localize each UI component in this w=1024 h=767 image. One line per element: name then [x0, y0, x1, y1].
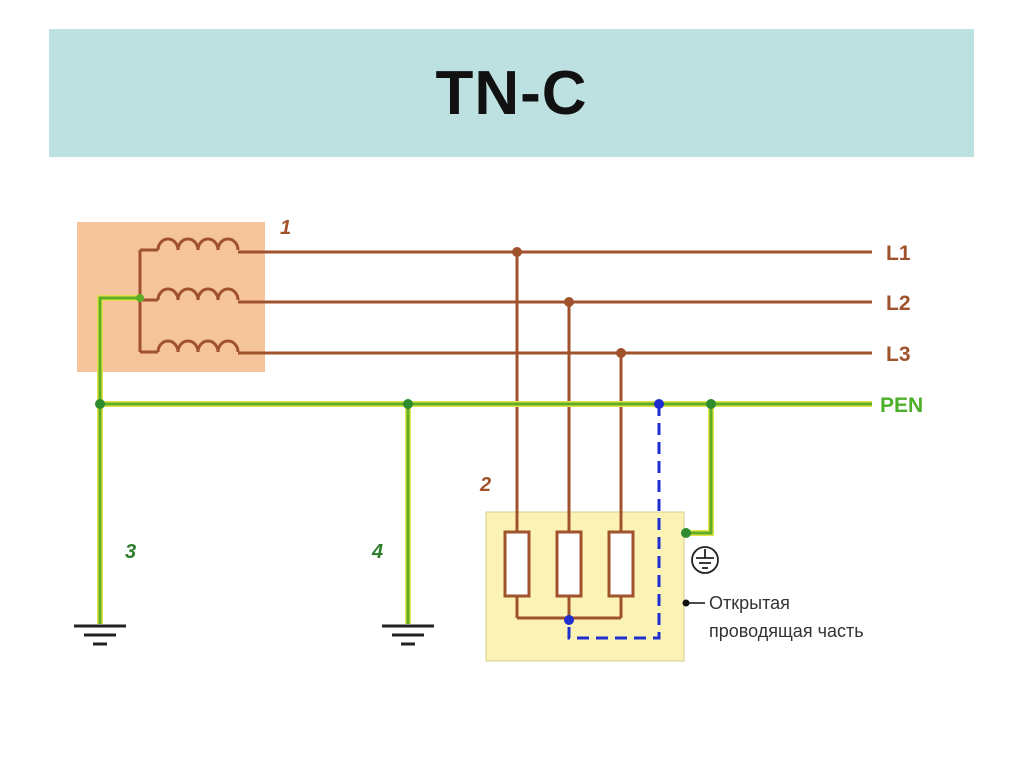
- title-band: TN-C: [49, 29, 974, 157]
- junction-dots: [95, 247, 716, 625]
- exposed-part-label-line2: проводящая часть: [709, 621, 864, 641]
- wire-dashed-neutral: [567, 404, 661, 640]
- protective-earth-icon: [691, 546, 719, 574]
- l1-label: L1: [886, 242, 911, 265]
- l2-label: L2: [886, 292, 911, 315]
- wire-neutral-to-ground-3: [97, 295, 140, 624]
- l3-label: L3: [886, 343, 911, 366]
- load-element-1-icon: [503, 530, 531, 598]
- source-number-label: 1: [280, 217, 291, 239]
- ground-3-label: 3: [125, 541, 136, 563]
- ground-3-icon: [74, 624, 126, 646]
- wire-pen-to-enclosure: [686, 404, 714, 536]
- load-elements: [503, 530, 635, 598]
- pen-label: PEN: [880, 394, 923, 417]
- load-number-label: 2: [479, 474, 491, 496]
- load-element-3-icon: [607, 530, 635, 598]
- exposed-part-label-line1: Открытая: [709, 593, 790, 613]
- ground-4-icon: [382, 624, 434, 646]
- page-title: TN-C: [435, 58, 588, 128]
- coil-l2-icon: [156, 287, 240, 301]
- coil-l3-icon: [156, 339, 240, 353]
- load-element-2-icon: [555, 530, 583, 598]
- ground-4-label: 4: [371, 541, 383, 563]
- coil-l1-icon: [156, 237, 240, 251]
